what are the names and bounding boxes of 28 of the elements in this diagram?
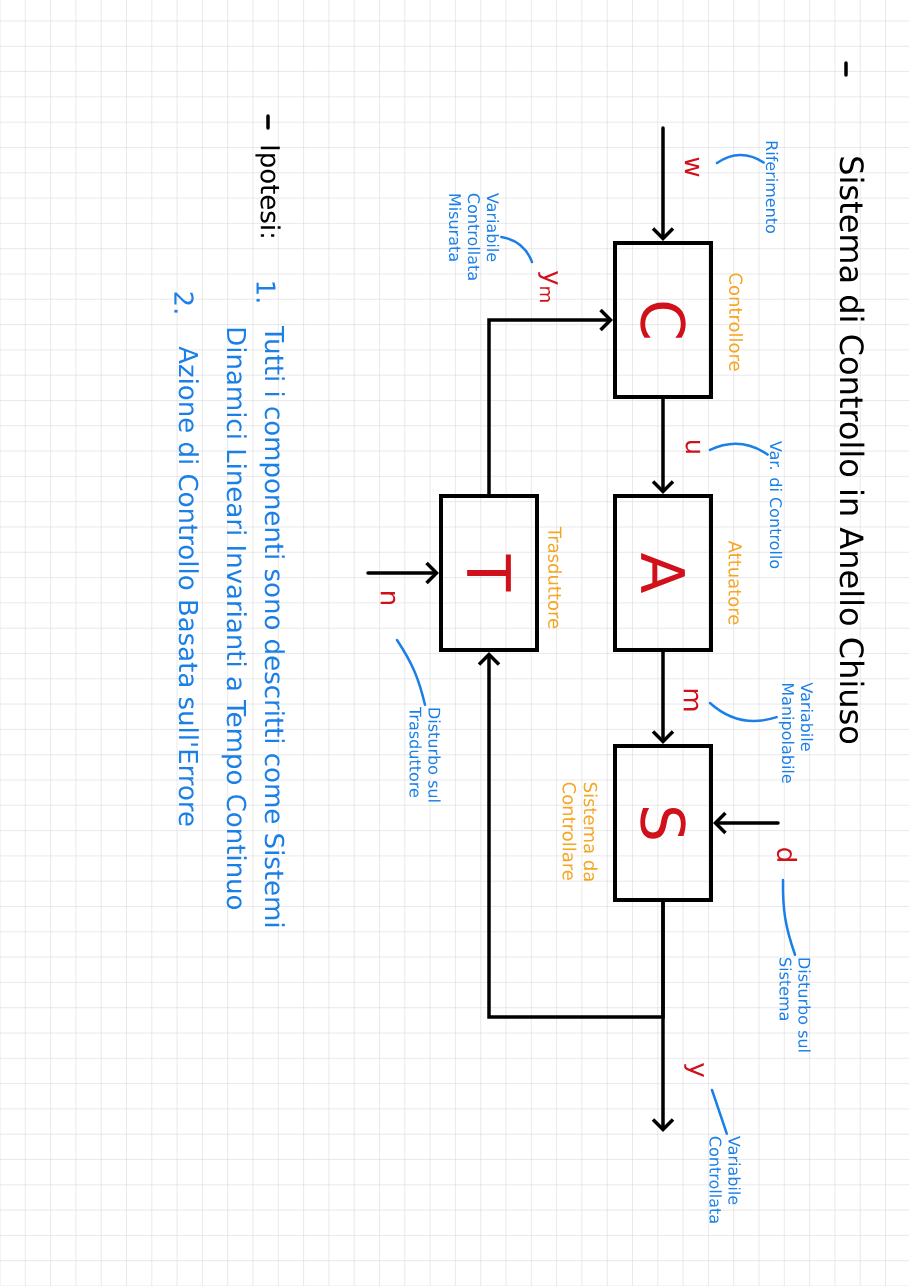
signal-description: Riferimento	[765, 141, 779, 233]
block-box: A	[613, 494, 713, 652]
block-box: S	[613, 744, 713, 902]
hypothesis-heading: Ipotesi:	[255, 146, 281, 237]
signal-description: Variabile Controllata Misurata	[448, 193, 500, 280]
title: Sistema di Controllo in Anello Chiuso	[839, 157, 865, 744]
signal-label: m	[683, 689, 699, 711]
signal-description: Disturbo sul Trasduttore	[409, 706, 441, 802]
signal-description: Disturbo sul Sistema	[779, 958, 811, 1052]
block-label: Sistema da Controllare	[562, 782, 598, 881]
hypothesis-text: Azione di Controllo Basata sull'Errore	[178, 346, 199, 826]
signal-label: w	[684, 157, 700, 177]
block-label: Trasduttore	[548, 526, 562, 629]
list-number: 2.	[174, 292, 194, 313]
signal-description: Variabile Manipolabile	[778, 682, 814, 783]
signal-label: y$_{m}$	[538, 270, 558, 302]
block-label: Controllore	[729, 273, 743, 371]
signal-description: Variabile Controllata	[709, 1136, 741, 1223]
signal-label: u	[685, 440, 701, 453]
signal-label: n	[380, 592, 396, 605]
hypothesis-text: Tutti i componenti sono descritti come Sistemi Dinamici Lineari Invarianti a Tempo Continuo	[221, 326, 285, 927]
list-number: 1.	[256, 282, 276, 302]
block-label: Attuatore	[728, 540, 742, 625]
signal-label: d	[776, 848, 798, 861]
signal-description: Var. di Controllo	[769, 441, 783, 569]
block-box: C	[613, 241, 713, 399]
signal-label: y	[684, 1063, 704, 1077]
block-box: T	[439, 494, 539, 652]
